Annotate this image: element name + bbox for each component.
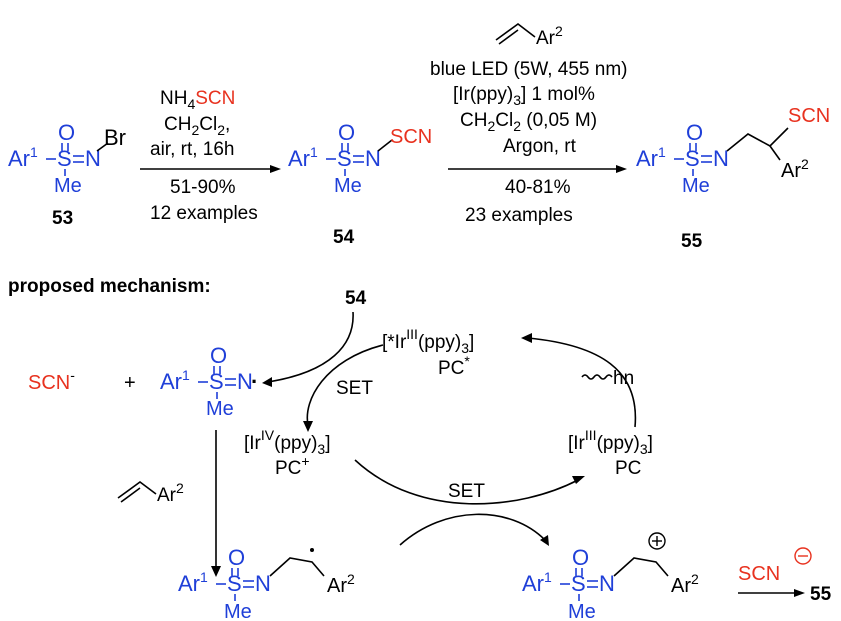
positive-charge-icon — [648, 532, 666, 550]
scn-group: SCN — [788, 105, 830, 127]
cycle-arc-left — [306, 344, 384, 426]
nitrogen-atom: N — [255, 571, 271, 596]
compound-label-53: 53 — [52, 208, 73, 229]
carbon-chain — [269, 557, 325, 577]
ground-catalyst: [IrIII(ppy)3] — [568, 427, 653, 457]
methyl-group: Me — [568, 601, 596, 621]
sulfur-atom: S — [227, 571, 242, 596]
examples-1: 12 examples — [150, 203, 258, 224]
ar2-label: Ar2 — [327, 571, 355, 597]
carbon-radical-intermediate: Ar1 S O N Ar2 Me — [178, 545, 355, 621]
homolysis-arrow — [267, 311, 354, 383]
nitrogen-atom: N — [85, 146, 101, 171]
thiocyanate-anion: SCN- — [28, 367, 75, 394]
oxidized-label: PC+ — [275, 453, 310, 479]
nitrogen-atom: N — [237, 369, 253, 394]
nitrogen-atom: N — [365, 146, 381, 171]
bromine-atom: Br — [104, 125, 126, 150]
ground-label: PC — [615, 458, 641, 479]
negative-charge-icon — [794, 547, 812, 565]
sulfoximidoyl-radical: Ar1 S O N · Me — [160, 343, 258, 420]
yield-1: 51-90% — [170, 177, 236, 198]
sulfur-atom: S — [57, 146, 72, 171]
oxygen-atom: O — [58, 120, 75, 145]
sulfur-atom: S — [337, 146, 352, 171]
excited-catalyst: [*IrIII(ppy)3] — [382, 326, 474, 356]
step-1-conditions: NH4SCN CH2Cl2, air, rt, 16h 51-90% 12 ex… — [140, 88, 281, 224]
sulfur-atom: S — [571, 571, 586, 596]
solvent-concentration: CH2Cl2 (0,05 M) — [460, 110, 597, 134]
methyl-group: Me — [682, 175, 710, 197]
set-arc-oxidation — [399, 513, 546, 546]
final-product-55: 55 — [810, 584, 832, 605]
nitrogen-atom: N — [713, 146, 729, 171]
light-label: hn — [613, 368, 634, 389]
final-thiocyanate: SCN — [738, 563, 780, 585]
radical-dot: · — [251, 369, 258, 394]
ar1-label: Ar1 — [8, 144, 38, 171]
solvent-ch2cl2: CH2Cl2, — [164, 114, 230, 138]
nitrogen-atom: N — [599, 571, 615, 596]
methyl-group: Me — [224, 601, 252, 621]
scn-group: SCN — [390, 126, 432, 148]
conditions-air-rt: air, rt, 16h — [150, 139, 235, 160]
compound-54: Ar1 S O N SCN Me 54 — [288, 120, 432, 248]
oxygen-atom: O — [228, 545, 245, 570]
set-label-2: SET — [448, 481, 485, 502]
oxygen-atom: O — [572, 545, 589, 570]
carbon-chain — [726, 127, 789, 152]
ar1-label: Ar1 — [288, 144, 318, 171]
compound-53: Ar1 S O N Br Me 53 — [8, 120, 126, 229]
excited-label: PC* — [438, 353, 470, 379]
alkene-vinyl — [495, 23, 536, 41]
yield-2: 40-81% — [505, 177, 571, 198]
light-wave-icon — [581, 374, 613, 380]
mechanism-heading: proposed mechanism: — [8, 276, 211, 297]
compound-label-55: 55 — [681, 231, 703, 252]
oxygen-atom: O — [686, 120, 703, 145]
ar1-label: Ar1 — [636, 144, 666, 171]
ar1-label: Ar1 — [160, 367, 190, 394]
oxygen-atom: O — [338, 120, 355, 145]
mechanism-start-54: 54 — [345, 288, 367, 309]
atmosphere-argon: Argon, rt — [503, 136, 577, 157]
ar2-label: Ar2 — [781, 156, 809, 182]
oxygen-atom: O — [210, 343, 227, 368]
cycle-arc-right — [527, 337, 637, 428]
ar1-label: Ar1 — [178, 569, 208, 596]
ar1-label: Ar1 — [522, 569, 552, 596]
carbocation-intermediate: Ar1 S O N Ar2 Me — [522, 532, 699, 621]
plus-sign: + — [124, 372, 136, 394]
alkene-ar2: Ar2 — [536, 23, 563, 49]
catalyst-ir-ppy3: [Ir(ppy)3] 1 mol% — [453, 84, 595, 108]
set-arc-catalyst — [354, 459, 579, 505]
sulfur-atom: S — [685, 146, 700, 171]
examples-2: 23 examples — [465, 205, 573, 226]
oxidized-catalyst: [IrIV(ppy)3] — [244, 427, 331, 457]
step-2-conditions: Ar2 blue LED (5W, 455 nm) [Ir(ppy)3] 1 m… — [430, 23, 627, 226]
reagent-nh4scn: NH4SCN — [160, 88, 235, 112]
set-label-1: SET — [336, 378, 373, 399]
compound-55: Ar1 S O N SCN Ar2 Me 55 — [636, 105, 830, 252]
carbon-chain — [613, 557, 669, 577]
sulfur-atom: S — [209, 369, 224, 394]
condition-blue-led: blue LED (5W, 455 nm) — [430, 59, 627, 80]
methyl-group: Me — [54, 175, 82, 197]
mech-alkene — [117, 481, 157, 499]
methyl-group: Me — [334, 175, 362, 197]
ar2-label: Ar2 — [671, 571, 699, 597]
radical-dot — [310, 548, 314, 552]
compound-label-54: 54 — [333, 227, 355, 248]
mech-alkene-ar2: Ar2 — [157, 480, 184, 506]
methyl-group: Me — [206, 398, 234, 420]
